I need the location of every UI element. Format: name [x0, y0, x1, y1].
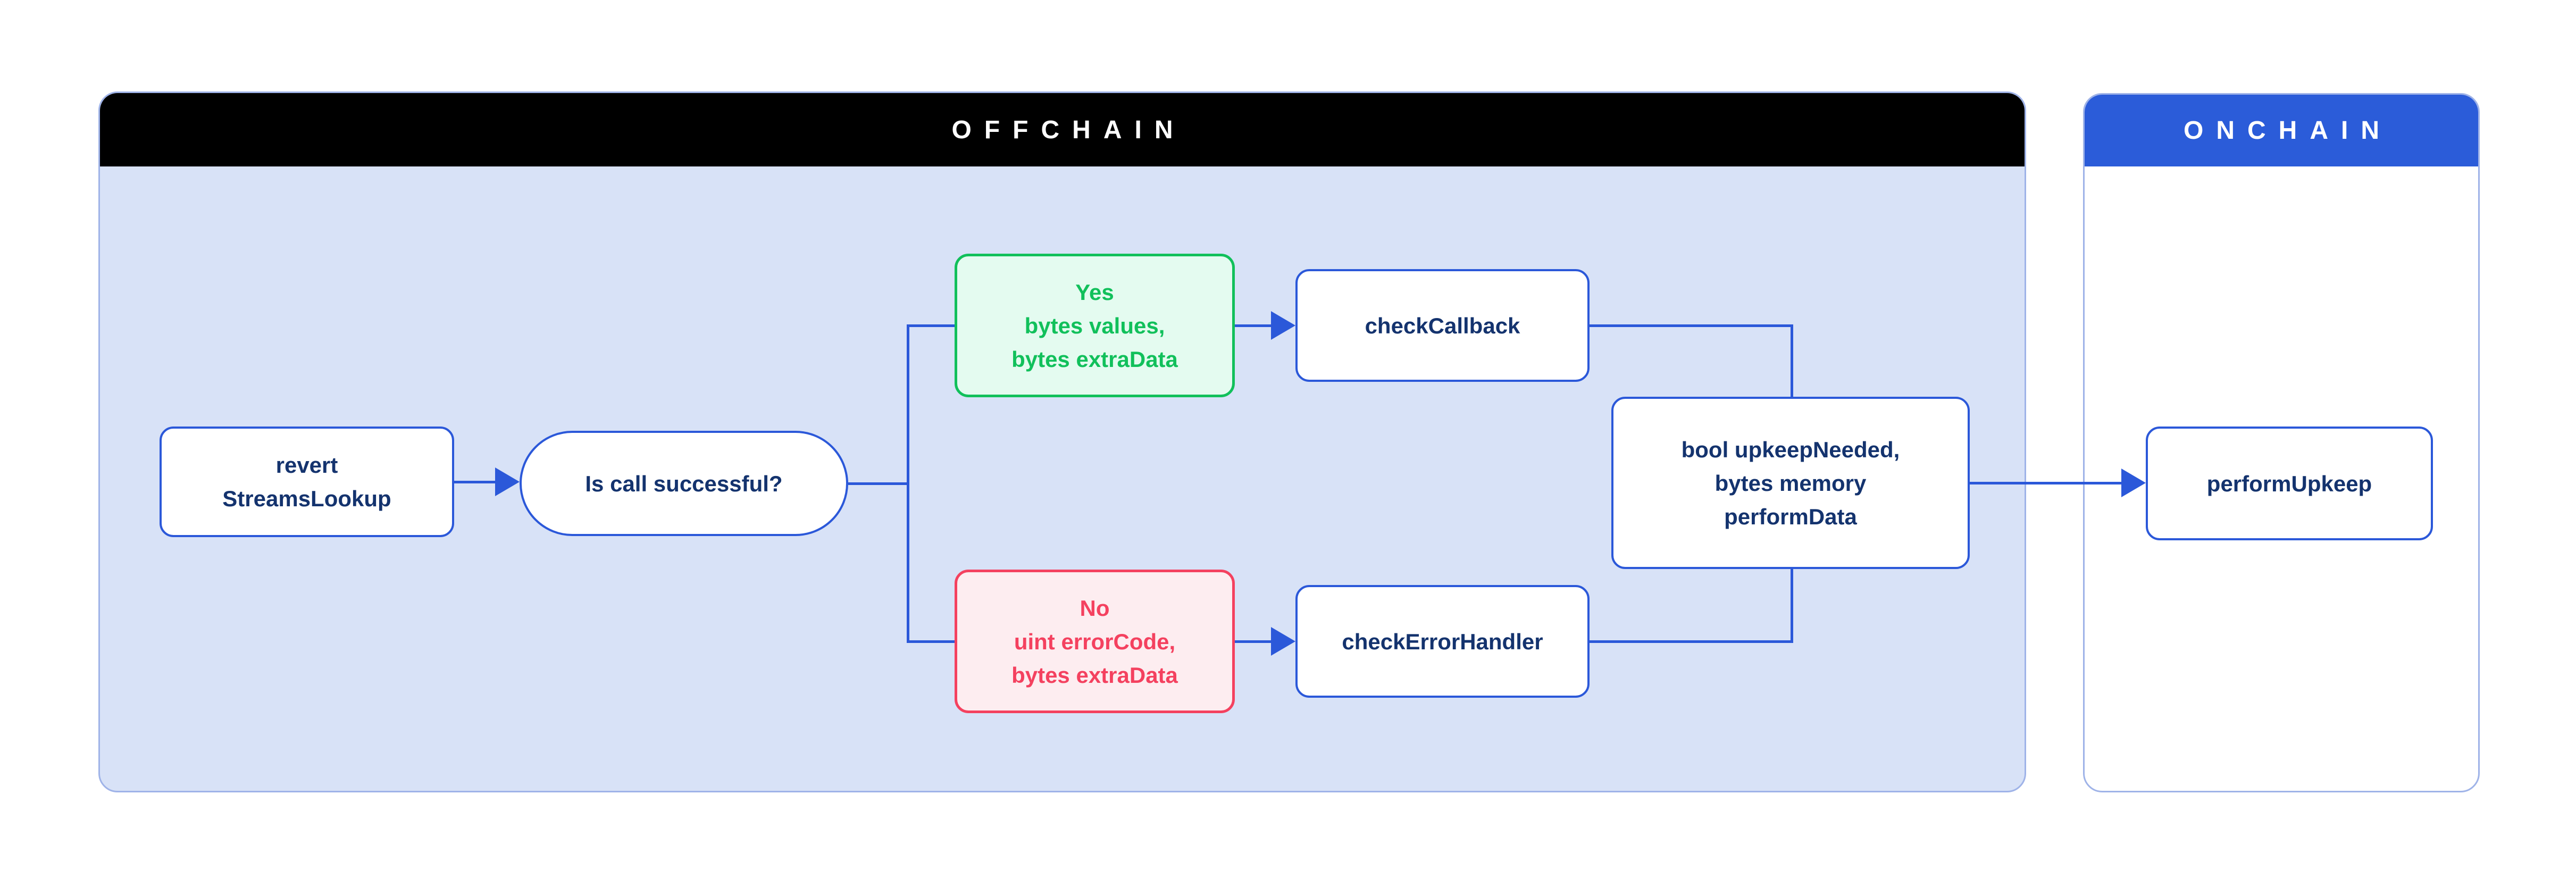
arrowhead-right-icon: [495, 467, 520, 496]
node-upkeep-result-label: bool upkeepNeeded, bytes memory performD…: [1681, 437, 1900, 529]
connector-decision-to-branch: [848, 482, 909, 485]
arrowhead-right-icon: [1271, 311, 1295, 340]
node-revert-streamslookup-label: revert StreamsLookup: [222, 453, 391, 511]
node-no-branch: No uint errorCode, bytes extraData: [955, 570, 1235, 713]
connector-branch-to-no: [907, 640, 955, 643]
onchain-header: ONCHAIN: [2085, 95, 2478, 166]
connector-checkcallback-to-result-drop: [1791, 324, 1793, 397]
node-check-error-handler-label: checkErrorHandler: [1342, 629, 1543, 654]
node-check-error-handler: checkErrorHandler: [1295, 585, 1590, 698]
node-check-callback-label: checkCallback: [1365, 313, 1520, 338]
node-yes-branch-label: Yes bytes values, bytes extraData: [1011, 279, 1178, 372]
onchain-title: ONCHAIN: [2184, 116, 2392, 145]
connector-branch-to-yes: [907, 324, 955, 327]
connector-branch-trunk: [907, 324, 909, 643]
node-is-call-successful-label: Is call successful?: [585, 471, 783, 496]
node-perform-upkeep: performUpkeep: [2146, 427, 2433, 540]
offchain-title: OFFCHAIN: [951, 115, 1186, 144]
offchain-header: OFFCHAIN: [100, 93, 2025, 166]
arrowhead-right-icon: [1271, 627, 1295, 656]
node-perform-upkeep-label: performUpkeep: [2206, 471, 2372, 496]
connector-revert-to-decision: [454, 481, 496, 483]
node-upkeep-result: bool upkeepNeeded, bytes memory performD…: [1611, 397, 1970, 569]
node-is-call-successful: Is call successful?: [520, 431, 848, 536]
connector-checkerrorhandler-to-result: [1590, 640, 1793, 643]
connector-no-to-checkerrorhandler: [1235, 640, 1271, 643]
connector-result-to-performupkeep: [1970, 482, 2121, 484]
node-revert-streamslookup: revert StreamsLookup: [160, 427, 454, 537]
node-check-callback: checkCallback: [1295, 269, 1590, 382]
node-no-branch-label: No uint errorCode, bytes extraData: [1011, 595, 1178, 688]
arrowhead-right-icon: [2121, 469, 2146, 497]
node-yes-branch: Yes bytes values, bytes extraData: [955, 254, 1235, 397]
connector-yes-to-checkcallback: [1235, 324, 1271, 327]
connector-checkerrorhandler-to-result-rise: [1791, 569, 1793, 643]
connector-checkcallback-to-result: [1590, 324, 1793, 327]
